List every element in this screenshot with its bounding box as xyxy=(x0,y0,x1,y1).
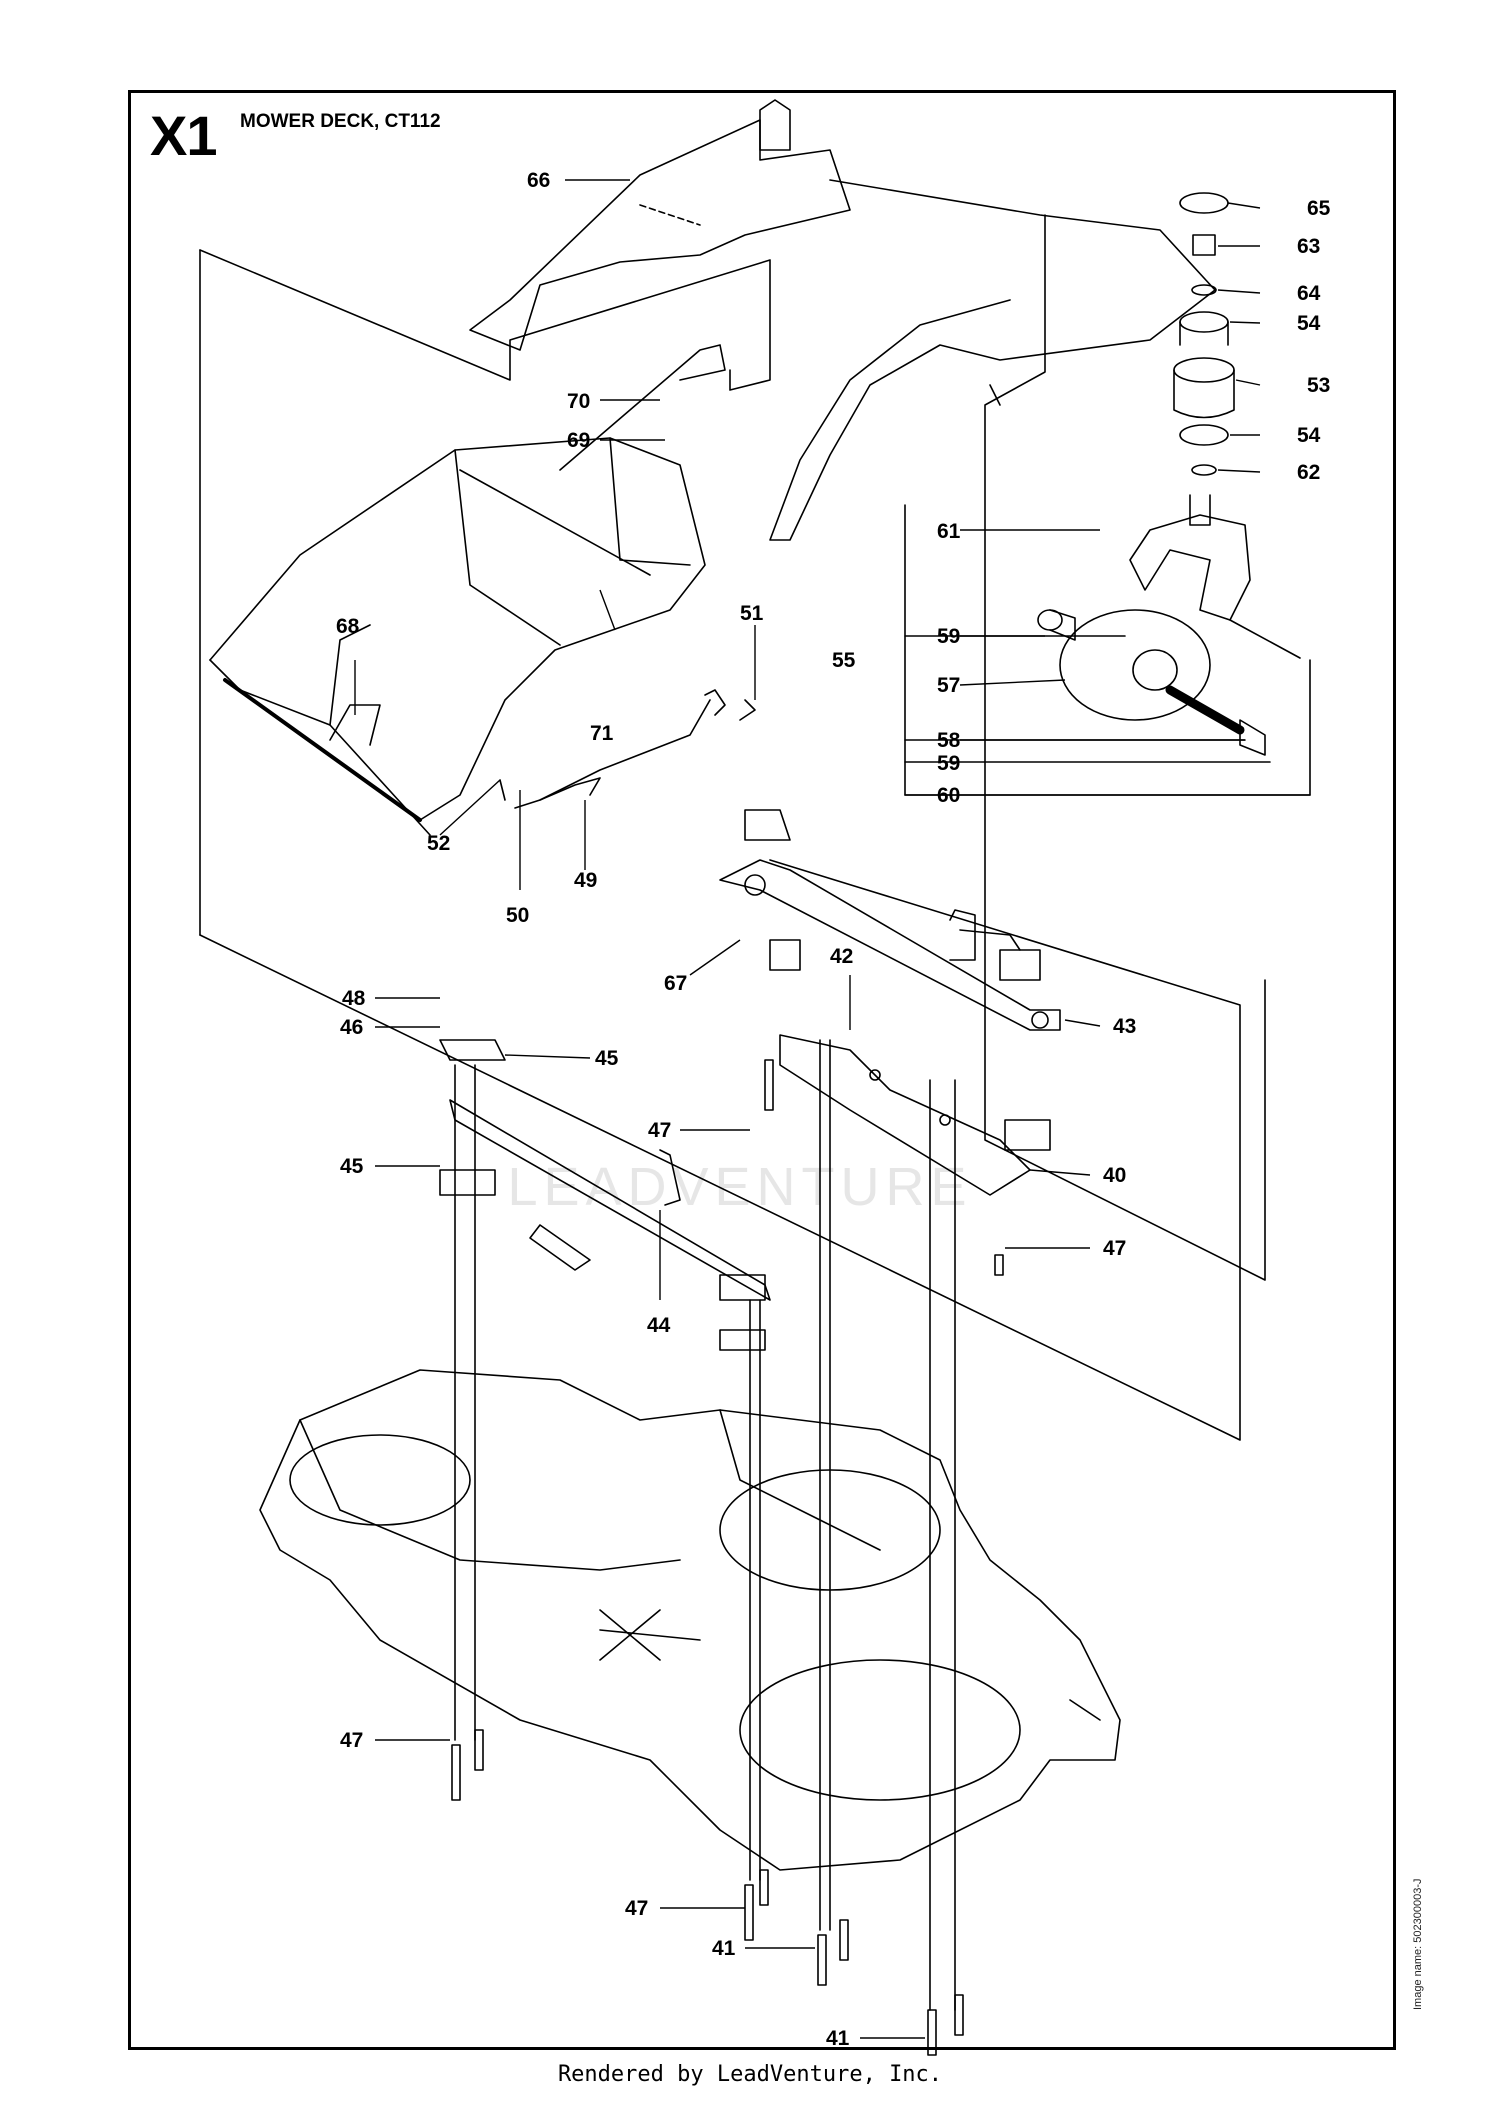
callout-43: 43 xyxy=(1113,1015,1136,1038)
callout-leaders xyxy=(354,179,1261,2039)
watermark: LEADVENTURE xyxy=(507,1157,972,1217)
callout-62: 62 xyxy=(1297,461,1320,484)
drawing-frame xyxy=(128,90,1396,2050)
callout-42: 42 xyxy=(830,945,853,968)
callout-66: 66 xyxy=(527,169,550,192)
callout-57: 57 xyxy=(937,674,960,697)
callout-46: 46 xyxy=(340,1016,363,1039)
callout-64: 64 xyxy=(1297,282,1321,305)
callout-41-upper: 41 xyxy=(712,1937,736,1960)
callout-47-left: 47 xyxy=(340,1729,363,1752)
callout-55: 55 xyxy=(832,649,856,672)
callout-45-upper: 45 xyxy=(595,1047,619,1070)
callout-54-lower: 54 xyxy=(1297,424,1321,447)
grouping-outline xyxy=(199,214,1266,1441)
callout-53: 53 xyxy=(1307,374,1330,397)
callout-44: 44 xyxy=(647,1314,671,1337)
bracket-55 xyxy=(904,504,1311,796)
callout-58: 58 xyxy=(937,729,961,752)
callout-65: 65 xyxy=(1307,197,1331,220)
height-adjuster-frame xyxy=(209,344,726,836)
callout-51: 51 xyxy=(740,602,764,625)
callout-52: 52 xyxy=(427,832,450,855)
sheet-code: X1 xyxy=(150,104,217,167)
callout-60: 60 xyxy=(937,784,960,807)
callout-41-lower: 41 xyxy=(826,2027,850,2050)
callout-61: 61 xyxy=(937,520,961,543)
callout-69: 69 xyxy=(567,429,590,452)
lift-arm-frame xyxy=(469,99,1216,541)
bolt-alignment-lines xyxy=(454,1039,956,2011)
callout-71: 71 xyxy=(590,722,614,745)
callout-47-middle: 47 xyxy=(648,1119,671,1142)
callout-40: 40 xyxy=(1103,1164,1126,1187)
callout-45-lower: 45 xyxy=(340,1155,364,1178)
callout-63: 63 xyxy=(1297,235,1320,258)
bearing-blocks xyxy=(439,809,1051,1351)
callout-48: 48 xyxy=(342,987,366,1010)
deck-bolts xyxy=(451,1059,1004,2056)
callout-59-upper: 59 xyxy=(937,625,960,648)
callout-47-bottom: 47 xyxy=(625,1897,648,1920)
linkage-rod xyxy=(499,689,756,809)
front-pivot-bar xyxy=(719,859,1061,1031)
footer-credit: Rendered by LeadVenture, Inc. xyxy=(557,2062,943,2087)
callout-labels: 66 65 63 64 54 53 54 62 70 69 61 68 51 7… xyxy=(336,169,1331,2050)
callout-47-right: 47 xyxy=(1103,1237,1126,1260)
callout-68: 68 xyxy=(336,615,360,638)
callout-50: 50 xyxy=(506,904,529,927)
callout-70: 70 xyxy=(567,390,590,413)
caster-wheel-assembly xyxy=(1037,192,1301,756)
callout-54-upper: 54 xyxy=(1297,312,1321,335)
sheet-title: MOWER DECK, CT112 xyxy=(240,111,441,132)
mower-deck-shell xyxy=(259,1369,1121,1871)
callout-59-lower: 59 xyxy=(937,752,960,775)
callout-67: 67 xyxy=(664,972,687,995)
image-name-label: Image name: 502300003-J xyxy=(1412,1878,1424,2010)
callout-49: 49 xyxy=(574,869,597,892)
